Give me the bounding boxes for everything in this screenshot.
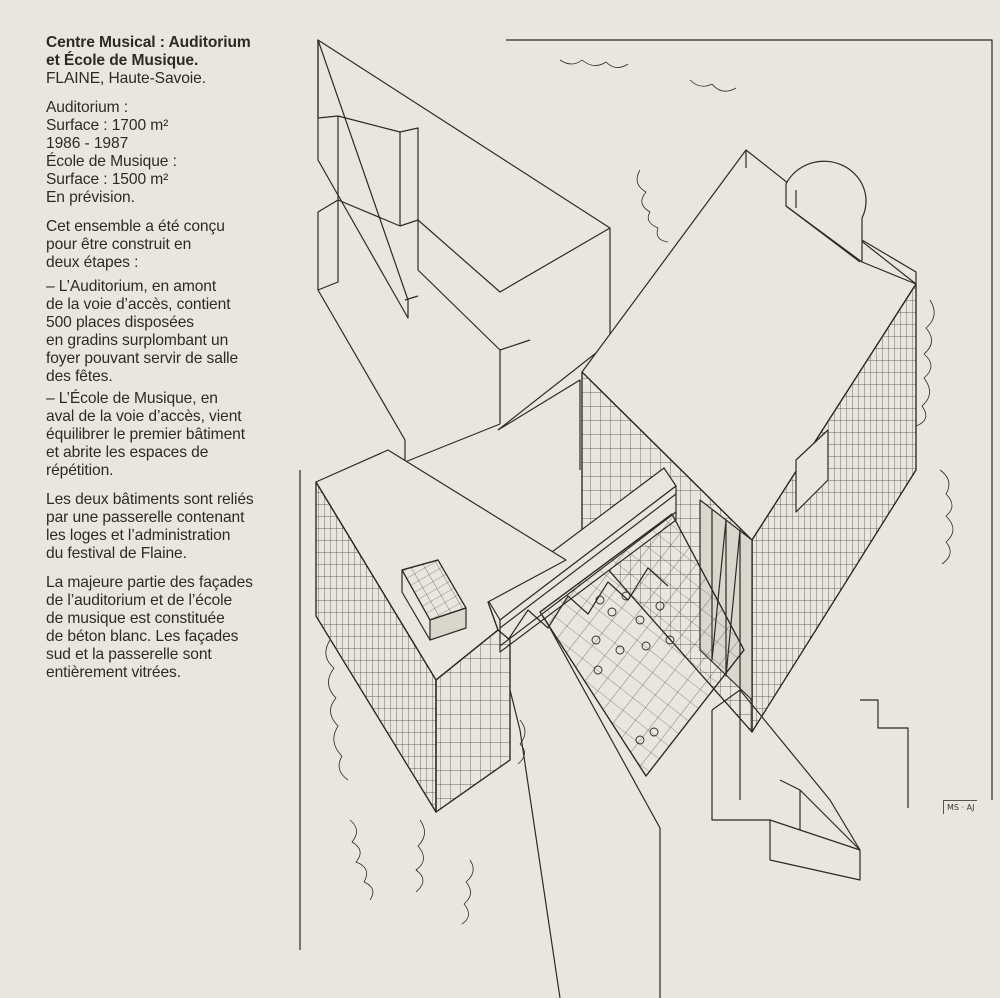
para-passerelle: Les deux bâtiments sont reliés par une p… [46,491,308,563]
text-line: deux étapes : [46,254,139,271]
artist-signature: MS · AJ [943,800,978,814]
text-line: du festival de Flaine. [46,545,187,562]
para-intro: Cet ensemble a été conçu pour être const… [46,218,308,272]
text-line: de la voie d’accès, contient [46,296,231,313]
text-line: La majeure partie des façades [46,574,253,591]
text-line: et abrite les espaces de [46,444,209,461]
text-line: Cet ensemble a été conçu [46,218,225,235]
fact-line: École de Musique : [46,153,177,170]
para-facades: La majeure partie des façades de l’audit… [46,574,308,682]
para-ecole: – L’École de Musique, en aval de la voie… [46,390,308,480]
text-line: 500 places disposées [46,314,194,331]
text-line: de musique est constituée [46,610,225,627]
heading-block: Centre Musical : Auditorium et École de … [46,34,308,88]
text-line: des fêtes. [46,368,113,385]
text-line: pour être construit en [46,236,192,253]
lower-walls [711,689,861,881]
text-line: répétition. [46,462,114,479]
fact-line: En prévision. [46,189,135,206]
text-line: équilibrer le premier bâtiment [46,426,245,443]
text-line: – L’École de Musique, en [46,390,218,407]
facts-block: Auditorium : Surface : 1700 m² 1986 - 19… [46,99,308,207]
text-line: les loges et l’administration [46,527,231,544]
fact-line: Surface : 1500 m² [46,171,169,188]
text-line: de béton blanc. Les façades [46,628,239,645]
neighbouring-building [317,39,611,463]
text-line: entièrement vitrées. [46,664,181,681]
text-line: aval de la voie d’accès, vient [46,408,242,425]
text-line: de l’auditorium et de l’école [46,592,233,609]
text-line: – L’Auditorium, en amont [46,278,217,295]
site-boundary [299,39,993,950]
paved-plaza [539,513,745,777]
text-line: foyer pouvant servir de salle [46,350,239,367]
fact-line: 1986 - 1987 [46,135,129,152]
location: FLAINE, Haute-Savoie. [46,70,206,87]
text-line: sud et la passerelle sont [46,646,212,663]
fact-line: Surface : 1700 m² [46,117,169,134]
text-line: par une passerelle contenant [46,509,245,526]
text-line: en gradins surplombant un [46,332,229,349]
para-auditorium: – L’Auditorium, en amont de la voie d’ac… [46,278,308,386]
vegetation [325,59,954,925]
text-line: Les deux bâtiments sont reliés [46,491,254,508]
ecole-de-musique-building [315,449,567,813]
fact-line: Auditorium : [46,99,128,116]
description-text: Centre Musical : Auditorium et École de … [46,34,308,693]
title-line-1: Centre Musical : Auditorium [46,34,251,51]
title-line-2: et École de Musique. [46,52,199,69]
